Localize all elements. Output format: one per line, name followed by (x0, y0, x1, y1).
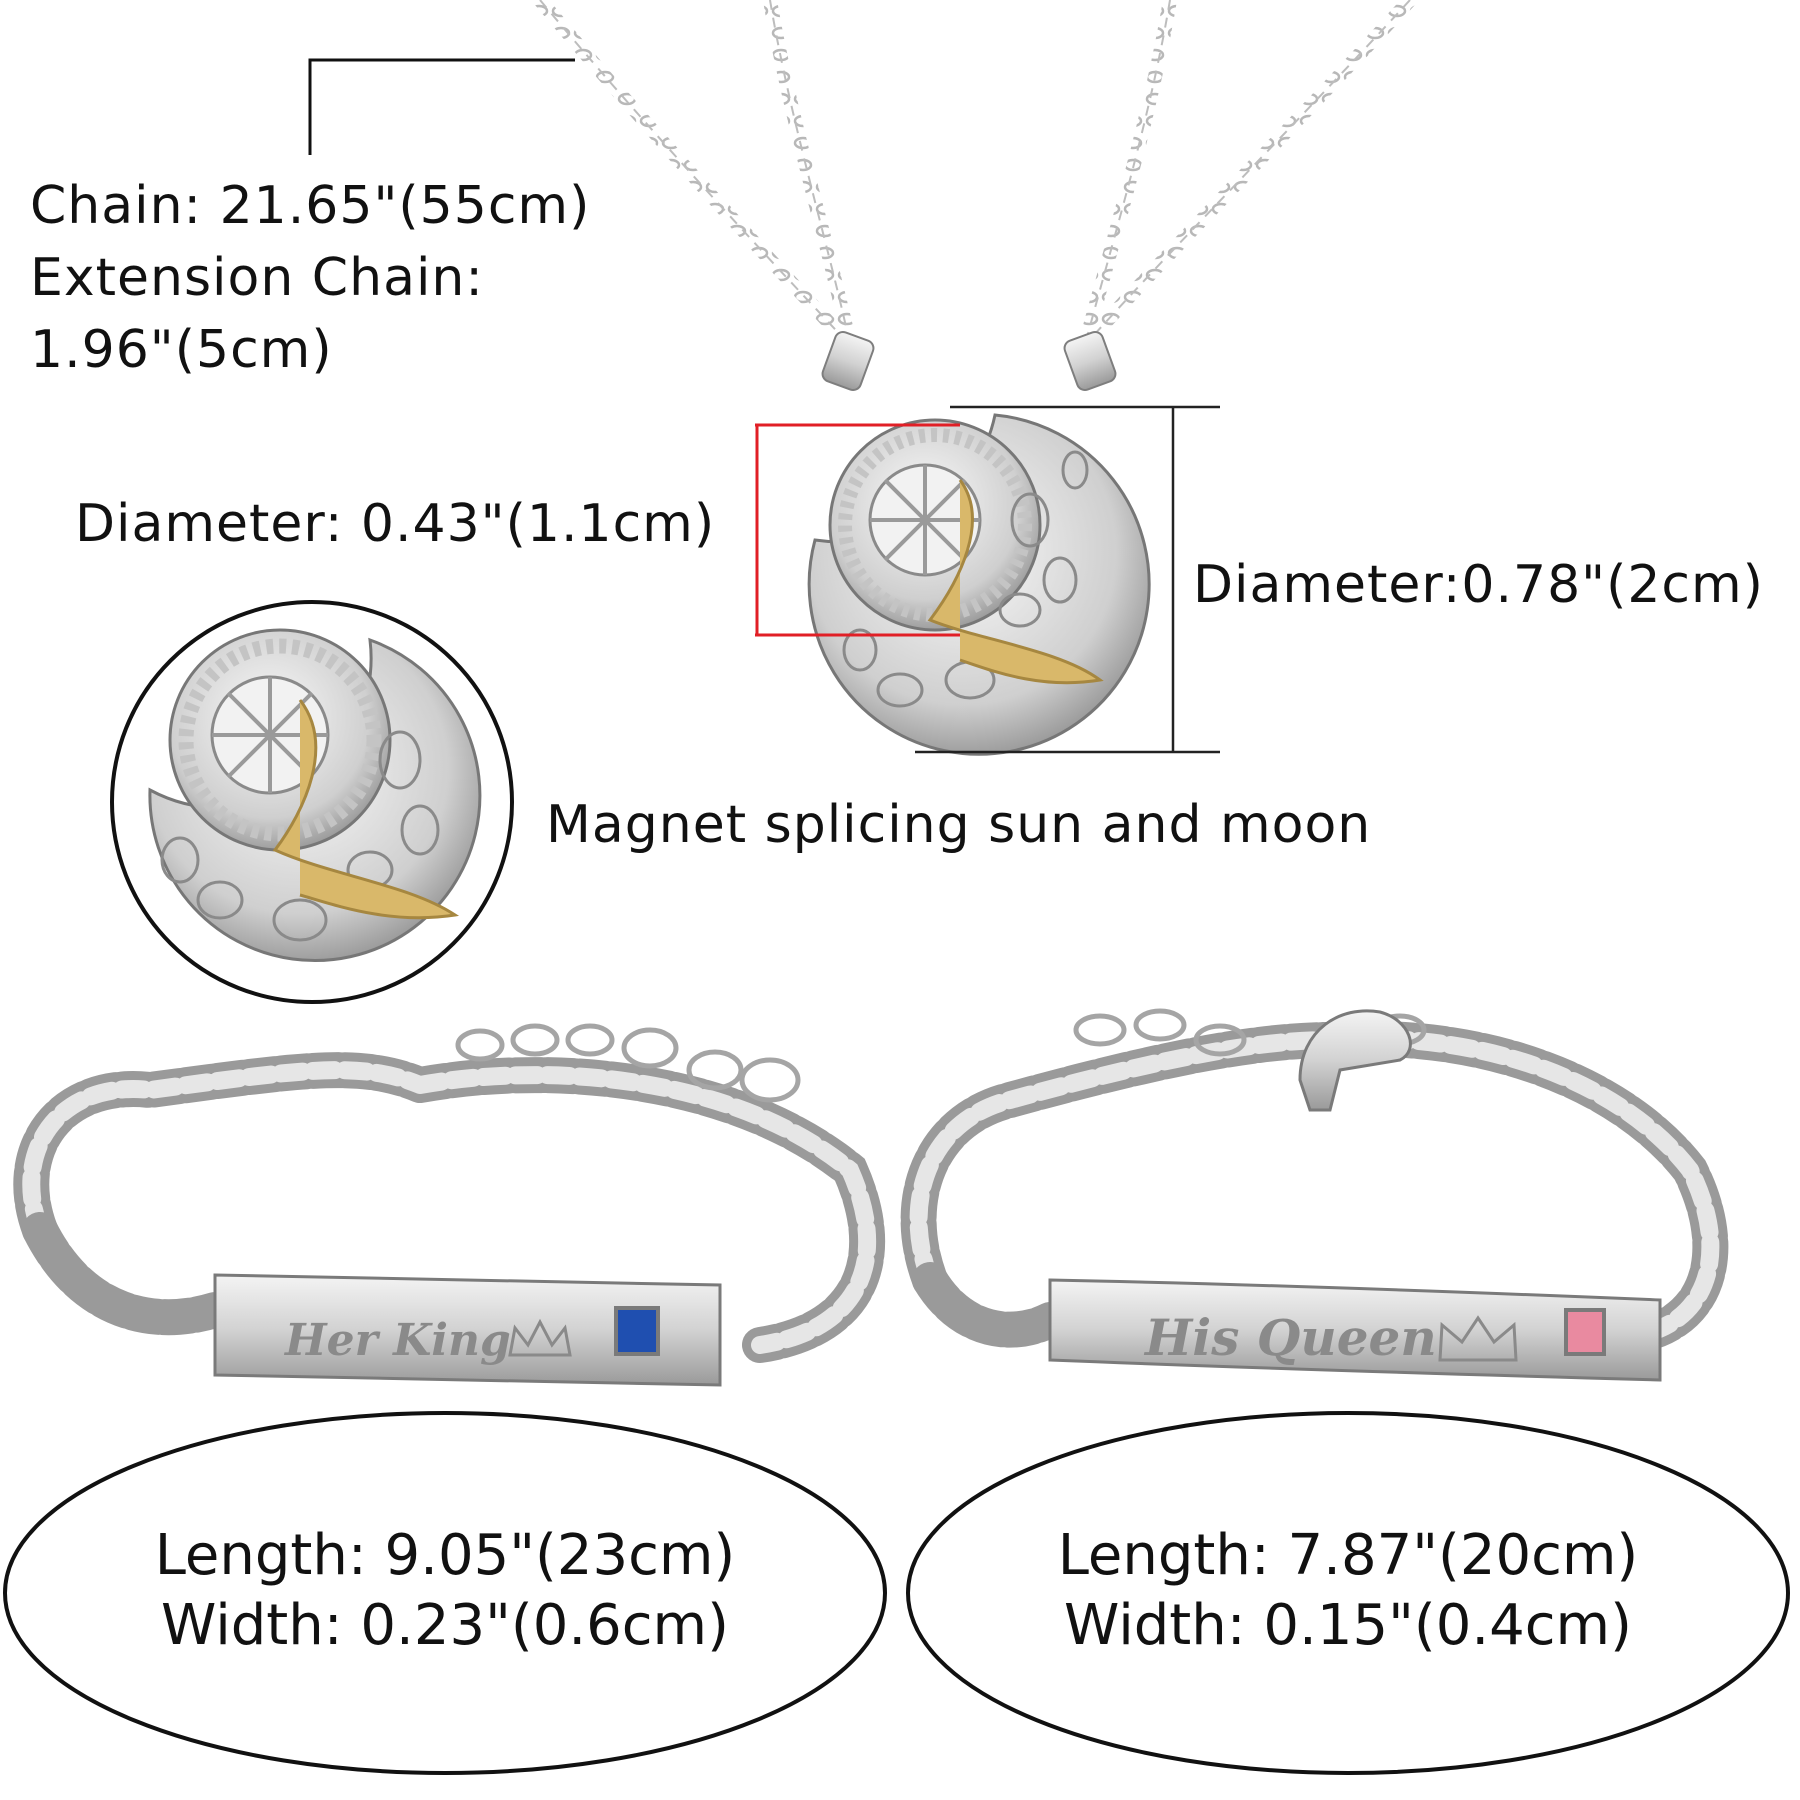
spec-oval-left (3, 1411, 887, 1775)
engraving-right: His Queen (1143, 1308, 1437, 1367)
pendant-zoom (110, 600, 514, 1004)
necklace-chain-links (539, 0, 1411, 346)
bracelet-left: Her King (13, 1023, 886, 1387)
pendant-main (807, 413, 1151, 756)
right-bracelet-specs: Length: 7.87"(20cm) Width: 0.15"(0.4cm) (1048, 1521, 1648, 1661)
outer-diameter-label: Diameter:0.78"(2cm) (1193, 555, 1764, 615)
crown-icon-left (508, 1318, 572, 1357)
inner-diameter-label: Diameter: 0.43"(1.1cm) (75, 494, 716, 554)
lobster-clasp (1298, 1009, 1412, 1112)
bracelet-right: His Queen (900, 1008, 1729, 1382)
necklace-chains (533, 0, 1417, 352)
left-bracelet-length: Length: 9.05"(23cm) (154, 1523, 736, 1588)
crown-icon-right (1438, 1315, 1518, 1362)
left-bracelet-width: Width: 0.23"(0.6cm) (161, 1593, 729, 1658)
bail-right (1063, 330, 1117, 392)
chain-pointer-line (308, 58, 575, 155)
feature-label: Magnet splicing sun and moon (546, 795, 1372, 855)
inner-dimension (755, 423, 960, 637)
outer-dimension (915, 405, 1220, 754)
gem-right (1564, 1308, 1606, 1356)
spec-oval-right (906, 1411, 1790, 1775)
bail-left (821, 330, 875, 392)
gem-left (614, 1306, 660, 1356)
left-bracelet-specs: Length: 9.05"(23cm) Width: 0.23"(0.6cm) (145, 1521, 745, 1661)
bracelet-right-bar (1048, 1278, 1662, 1382)
extension-chain-length: 1.96"(5cm) (30, 320, 333, 380)
extension-chain-label: Extension Chain: (30, 248, 484, 308)
engraving-left: Her King (283, 1315, 511, 1366)
bracelet-left-bar (213, 1273, 722, 1387)
right-bracelet-length: Length: 7.87"(20cm) (1057, 1523, 1639, 1588)
chain-length-label: Chain: 21.65"(55cm) (30, 176, 591, 236)
right-bracelet-width: Width: 0.15"(0.4cm) (1064, 1593, 1632, 1658)
